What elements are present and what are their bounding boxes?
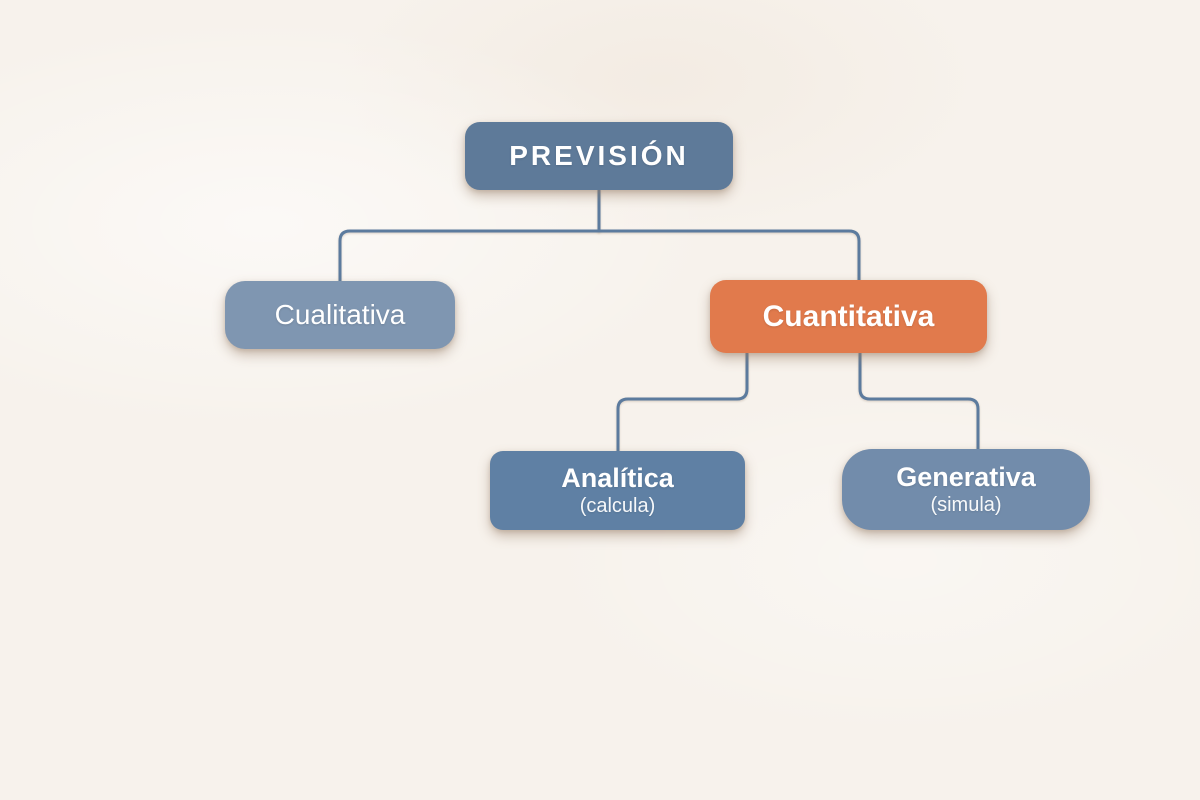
node-analitica: Analítica (calcula) — [490, 451, 745, 530]
connector-quantitative-generative — [858, 351, 980, 451]
node-prevision-label: PREVISIÓN — [509, 139, 689, 171]
node-cualitativa-label: Cualitativa — [274, 298, 406, 330]
node-cuantitativa: Cuantitativa — [710, 280, 987, 353]
node-generativa-sublabel: (simula) — [930, 494, 1002, 517]
node-prevision: PREVISIÓN — [465, 122, 733, 190]
connector-level1-rail — [338, 229, 861, 283]
node-cuantitativa-label: Cuantitativa — [762, 300, 935, 333]
node-analitica-label: Analítica — [561, 462, 674, 493]
connector-quantitative-analytical — [616, 351, 749, 453]
node-analitica-sublabel: (calcula) — [579, 495, 656, 518]
node-generativa-label: Generativa — [896, 461, 1036, 492]
connector-group — [338, 188, 980, 453]
node-cualitativa: Cualitativa — [225, 281, 455, 349]
node-generativa: Generativa (simula) — [842, 449, 1090, 530]
